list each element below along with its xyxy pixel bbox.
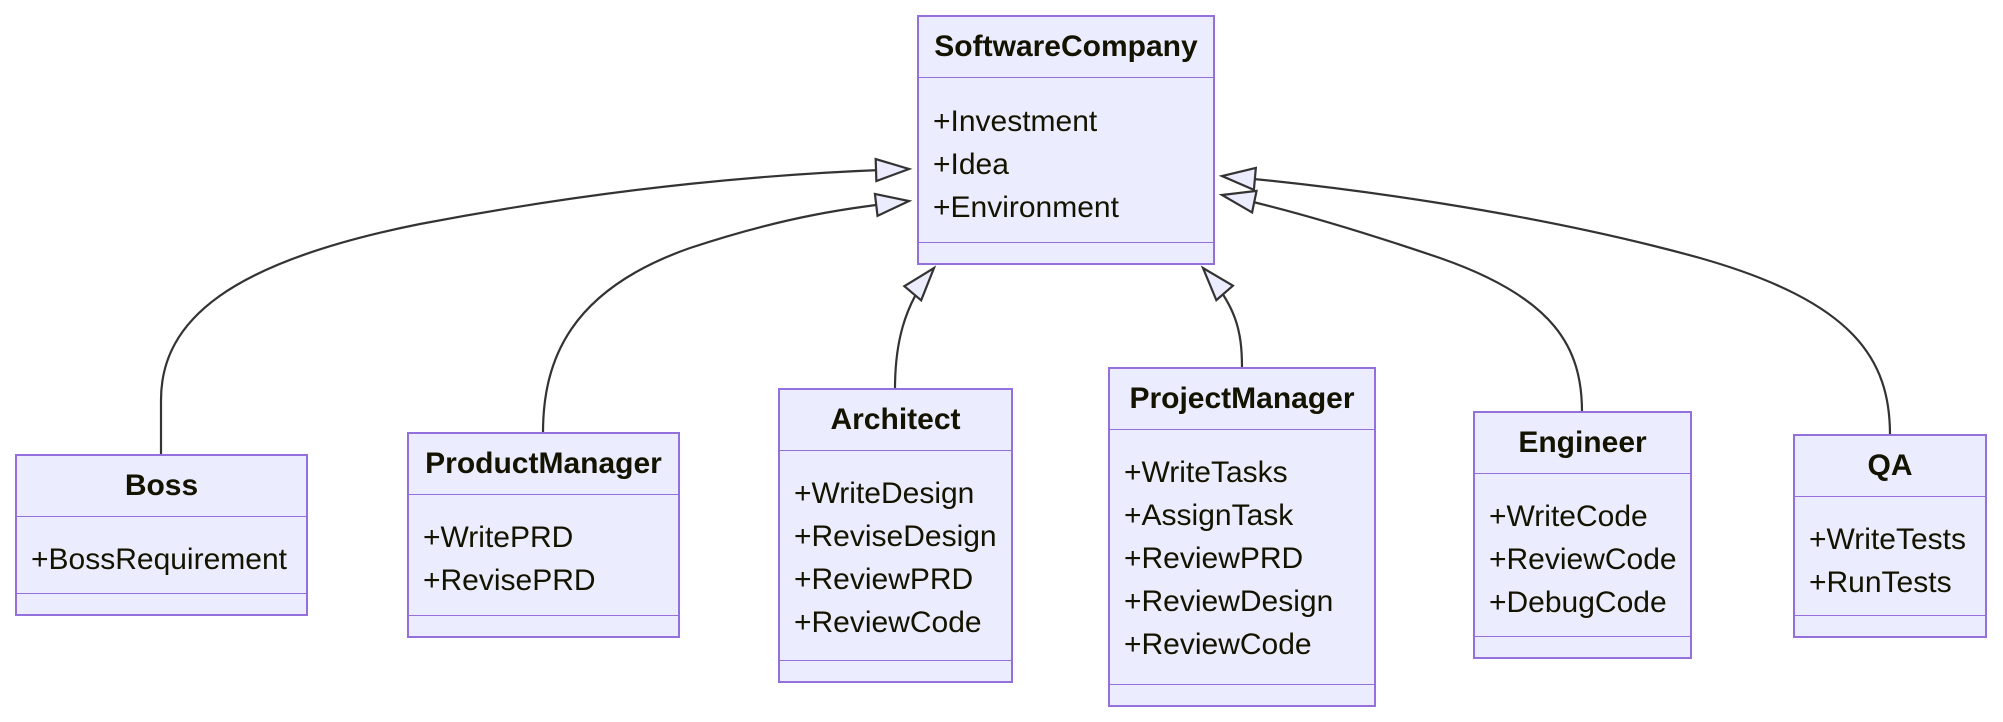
class-methods-empty <box>1795 615 1985 636</box>
class-methods-empty <box>1110 684 1374 705</box>
class-box-productmanager: ProductManager +WritePRD +RevisePRD <box>407 432 680 638</box>
class-attribute: +ReviseDesign <box>794 520 997 553</box>
class-attributes: +WriteTasks +AssignTask +ReviewPRD +Revi… <box>1110 430 1374 684</box>
class-attribute: +ReviewCode <box>794 606 982 639</box>
class-methods-empty <box>17 593 306 614</box>
class-attributes: +WriteDesign +ReviseDesign +ReviewPRD +R… <box>780 451 1011 660</box>
class-attribute: +DebugCode <box>1489 586 1667 619</box>
class-attribute: +ReviewCode <box>1489 543 1677 576</box>
class-attribute: +RevisePRD <box>423 564 596 597</box>
class-attribute: +Investment <box>933 105 1098 138</box>
class-attribute: +AssignTask <box>1124 499 1294 532</box>
edge-projectmanager-inherits-softwarecompany <box>1200 265 1244 369</box>
class-box-boss: Boss +BossRequirement <box>15 454 308 616</box>
class-title: Engineer <box>1475 413 1690 474</box>
class-attributes: +Investment +Idea +Environment <box>919 78 1213 242</box>
class-title: ProductManager <box>409 434 678 495</box>
class-attribute: +Idea <box>933 148 1009 181</box>
class-title: Architect <box>780 390 1011 451</box>
class-attributes: +WriteCode +ReviewCode +DebugCode <box>1475 474 1690 636</box>
class-title: Boss <box>17 456 306 517</box>
class-attribute: +WriteCode <box>1489 500 1648 533</box>
edge-engineer-inherits-softwarecompany <box>1218 189 1584 413</box>
class-title: SoftwareCompany <box>919 17 1213 78</box>
class-title: QA <box>1795 436 1985 497</box>
edge-architect-inherits-softwarecompany <box>893 265 937 390</box>
class-methods-empty <box>1475 636 1690 657</box>
class-attribute: +WriteTasks <box>1124 456 1288 489</box>
class-methods-empty <box>409 615 678 636</box>
class-methods-empty <box>919 242 1213 263</box>
class-attributes: +WritePRD +RevisePRD <box>409 495 678 615</box>
class-attribute: +WriteDesign <box>794 477 975 510</box>
class-attribute: +ReviewDesign <box>1124 585 1334 618</box>
class-attribute: +Environment <box>933 191 1119 224</box>
class-attribute: +WritePRD <box>423 521 574 554</box>
class-box-engineer: Engineer +WriteCode +ReviewCode +DebugCo… <box>1473 411 1692 659</box>
edge-qa-inherits-softwarecompany <box>1218 166 1892 436</box>
class-attributes: +BossRequirement <box>17 517 306 593</box>
class-attribute: +ReviewPRD <box>794 563 974 596</box>
class-title: ProjectManager <box>1110 369 1374 430</box>
class-attributes: +WriteTests +RunTests <box>1795 497 1985 615</box>
class-box-softwarecompany: SoftwareCompany +Investment +Idea +Envir… <box>917 15 1215 265</box>
class-attribute: +ReviewCode <box>1124 628 1312 661</box>
class-attribute: +WriteTests <box>1809 523 1966 556</box>
class-methods-empty <box>780 660 1011 681</box>
class-attribute: +RunTests <box>1809 566 1952 599</box>
class-attribute: +BossRequirement <box>31 543 287 576</box>
class-box-projectmanager: ProjectManager +WriteTasks +AssignTask +… <box>1108 367 1376 707</box>
class-box-architect: Architect +WriteDesign +ReviseDesign +Re… <box>778 388 1013 683</box>
class-box-qa: QA +WriteTests +RunTests <box>1793 434 1987 638</box>
edge-boss-inherits-softwarecompany <box>159 157 913 455</box>
edge-productmanager-inherits-softwarecompany <box>541 192 913 434</box>
class-attribute: +ReviewPRD <box>1124 542 1304 575</box>
